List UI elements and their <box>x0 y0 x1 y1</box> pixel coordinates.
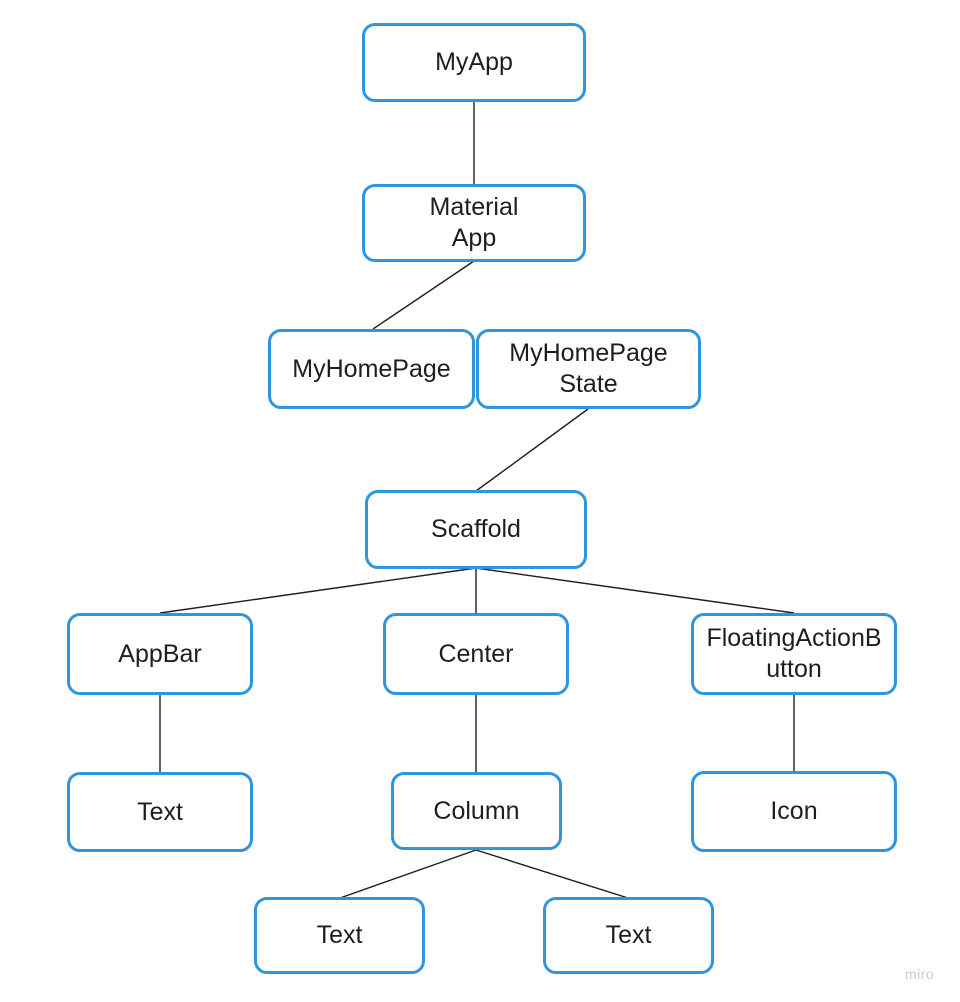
edge-my-home-page-state-scaffold <box>475 408 589 492</box>
node-center: Center <box>383 613 569 695</box>
node-scaffold: Scaffold <box>365 490 587 569</box>
edge-scaffold-appbar <box>159 567 477 614</box>
node-floating-action-button: FloatingActionB utton <box>691 613 897 695</box>
node-appbar: AppBar <box>67 613 253 695</box>
node-my-home-page: MyHomePage <box>268 329 475 409</box>
node-column-text-1: Text <box>254 897 425 974</box>
node-material-app: Material App <box>362 184 586 262</box>
node-my-home-page-state: MyHomePage State <box>476 329 701 409</box>
edge-column-text-2 <box>475 849 629 899</box>
edge-material-app-my-home-page <box>372 260 475 330</box>
edge-column-text-1 <box>339 849 477 899</box>
miro-watermark: miro <box>905 966 935 982</box>
node-appbar-text: Text <box>67 772 253 852</box>
node-column-text-2: Text <box>543 897 714 974</box>
node-icon: Icon <box>691 771 897 852</box>
node-myapp: MyApp <box>362 23 586 102</box>
edge-scaffold-fab <box>475 567 795 614</box>
node-column: Column <box>391 772 562 850</box>
